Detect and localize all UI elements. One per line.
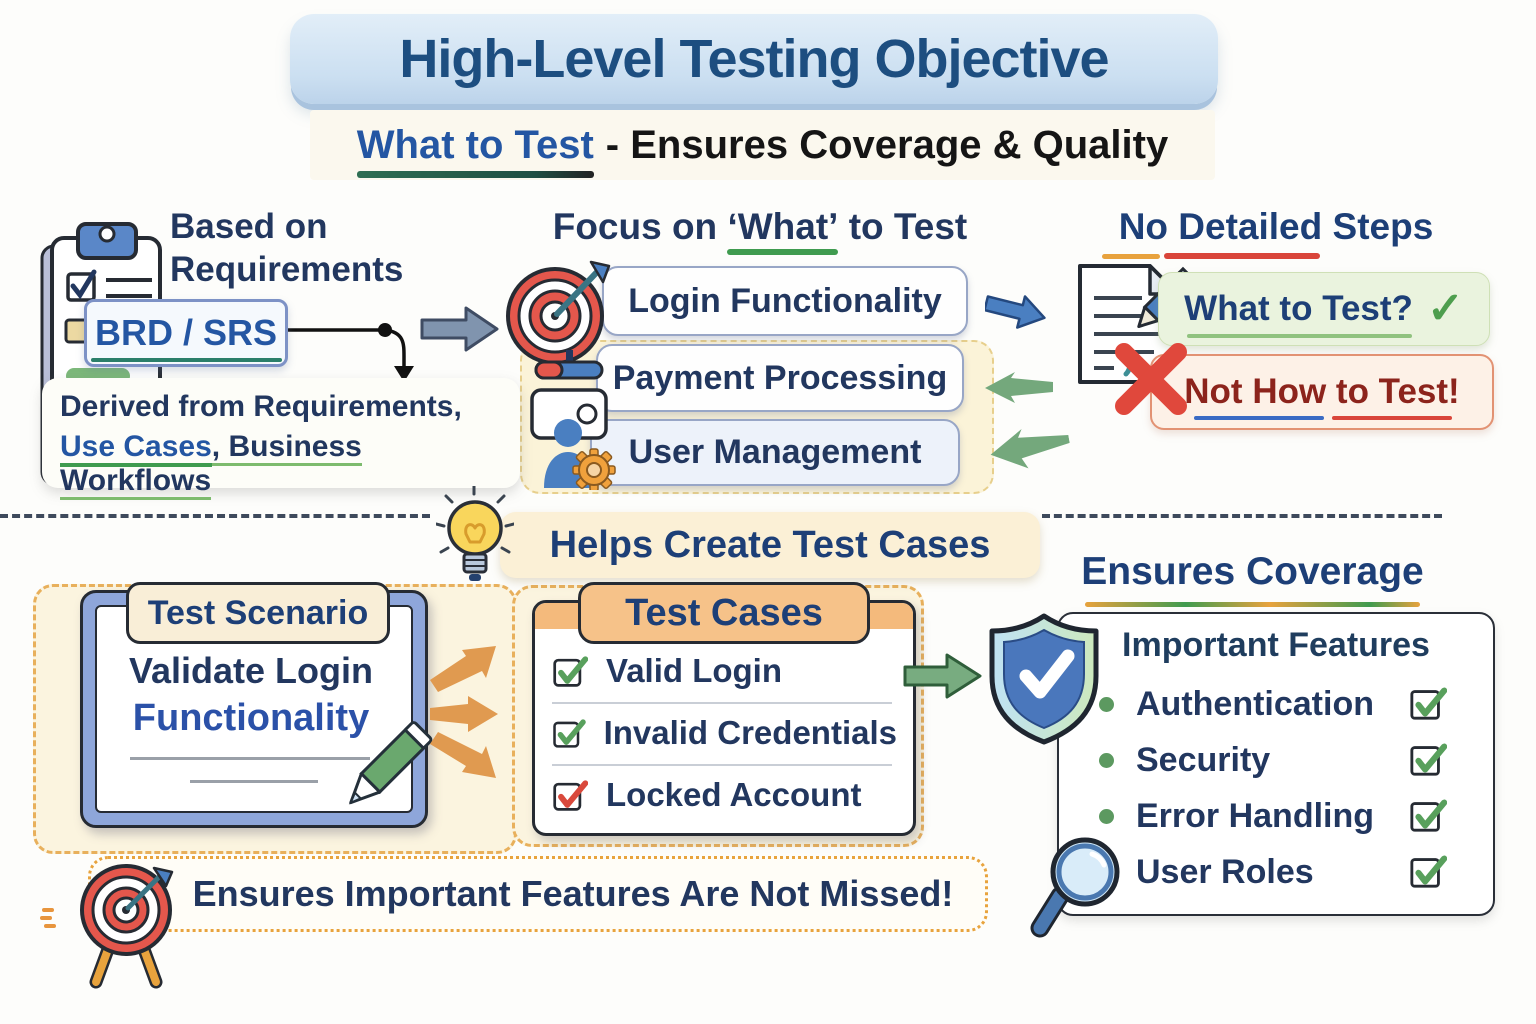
no-steps-heading: No Detailed Steps — [1118, 206, 1434, 247]
feature-label: User Roles — [1136, 852, 1314, 891]
fan-arrows-orange-icon — [430, 646, 498, 778]
test-case-row-locked-account: Locked Account — [552, 772, 897, 818]
derived-note: Derived from Requirements, Use Cases, Bu… — [42, 378, 520, 500]
checkbox-red-icon — [553, 780, 588, 811]
requirements-heading: Based on Requirements — [170, 207, 404, 289]
what-to-test-box: What to Test? ✓ — [1158, 272, 1490, 346]
brd-srs-badge: BRD / SRS — [84, 299, 288, 367]
test-case-separator — [552, 702, 892, 704]
right-arrow-icon — [420, 306, 499, 352]
scenario-line1: Validate Login — [128, 650, 374, 691]
bullet-dot — [1099, 808, 1114, 824]
feature-row-security: Security — [1099, 736, 1469, 784]
checkbox-green-icon — [553, 719, 586, 748]
scenario-rule-2 — [190, 780, 318, 783]
bullet-dot — [1099, 696, 1114, 712]
page-title: High-Level Testing Objective — [399, 29, 1109, 89]
lightbulb-icon — [436, 486, 514, 581]
subtitle-rest: - Ensures Coverage & Quality — [605, 122, 1169, 167]
checkbox-green-icon — [1410, 799, 1447, 832]
target-icon — [506, 260, 611, 365]
focus-heading-highlight: ‘What’ — [727, 206, 839, 255]
test-case-row-invalid-credentials: Invalid Credentials — [552, 710, 897, 756]
test-case-label: Locked Account — [606, 776, 862, 813]
checkbox-green-icon — [553, 656, 588, 687]
brd-srs-underline — [90, 358, 283, 362]
subtitle-highlight-text: What to Test — [356, 122, 594, 167]
business-workflows-text: , Business Workflows — [60, 430, 362, 500]
test-cases-badge-label: Test Cases — [625, 591, 823, 634]
what-to-test-label: What to Test? — [1184, 289, 1413, 328]
footer-banner: Ensures Important Features Are Not Misse… — [88, 856, 988, 932]
test-scenario-badge: Test Scenario — [126, 582, 390, 644]
payment-icon — [530, 350, 608, 440]
pencil-green-icon — [348, 721, 433, 805]
bullet-dot — [1099, 752, 1114, 768]
focus-heading-pre: Focus on — [552, 206, 728, 247]
test-scenario-badge-label: Test Scenario — [147, 593, 369, 632]
divider-right — [1042, 514, 1442, 518]
helps-create-label: Helps Create Test Cases — [549, 523, 991, 566]
test-case-separator — [552, 764, 892, 766]
checkbox-green-icon — [1410, 855, 1447, 888]
focus-item-login: Login Functionality — [602, 266, 968, 336]
connector-line — [282, 323, 414, 382]
flow-arrow-blue-icon — [985, 295, 1046, 329]
feature-row-error-handling: Error Handling — [1099, 792, 1469, 840]
no-steps-underline-red — [1164, 253, 1320, 259]
footer-label: Ensures Important Features Are Not Misse… — [192, 873, 954, 914]
title-banner: High-Level Testing Objective — [290, 14, 1218, 104]
test-case-label: Invalid Credentials — [603, 714, 897, 751]
derived-line2: Use Cases, Business Workflows — [60, 430, 502, 500]
important-features-card: Important Features Authentication Securi… — [1057, 612, 1495, 916]
test-case-label: Valid Login — [606, 652, 783, 689]
helps-create-banner: Helps Create Test Cases — [500, 512, 1040, 578]
feature-label: Authentication — [1136, 684, 1374, 723]
focus-what-text: ‘What’ — [727, 206, 839, 247]
focus-item-payment: Payment Processing — [596, 344, 964, 412]
use-cases-text: Use Cases — [60, 430, 212, 467]
target-stand-icon — [40, 864, 174, 989]
not-how-underline-blue — [1194, 416, 1324, 420]
flow-arrow-green-2-icon — [990, 428, 1070, 469]
subtitle-underline — [356, 170, 594, 178]
coverage-underline — [1085, 602, 1420, 607]
divider-left — [0, 514, 430, 518]
user-management-icon — [544, 419, 616, 490]
focus-heading-post: to Test — [838, 206, 968, 247]
what-to-test-underline — [1187, 334, 1412, 338]
brd-srs-label: BRD / SRS — [90, 312, 283, 362]
subtitle-highlight: What to Test — [356, 122, 594, 178]
scenario-rule-1 — [130, 757, 370, 760]
no-steps-underline-orange — [1102, 254, 1160, 259]
flow-arrow-green-block-icon — [903, 653, 982, 699]
not-how-to-test-label: Not How to Test! — [1184, 372, 1460, 411]
not-how-to-test-box: Not How to Test! — [1150, 354, 1494, 430]
not-how-underline-red — [1332, 416, 1452, 420]
checkbox-green-icon — [1410, 687, 1447, 720]
cross-icon — [1115, 343, 1187, 415]
derived-line1: Derived from Requirements, — [60, 390, 462, 423]
test-cases-badge: Test Cases — [578, 582, 870, 644]
brd-srs-text: BRD / SRS — [94, 312, 278, 353]
feature-label: Error Handling — [1136, 796, 1375, 835]
flow-arrow-green-1-icon — [985, 372, 1053, 403]
magnifier-icon — [1030, 837, 1120, 938]
test-case-row-valid-login: Valid Login — [552, 648, 897, 694]
feature-row-user-roles: User Roles — [1099, 848, 1469, 896]
focus-item-user: User Management — [590, 419, 960, 486]
focus-heading: Focus on ‘What’ to Test — [540, 206, 980, 255]
feature-label: Security — [1136, 740, 1271, 779]
checkbox-green-icon — [1410, 743, 1447, 776]
subtitle-bar: What to Test - Ensures Coverage & Qualit… — [310, 110, 1215, 180]
scenario-line2: Functionality — [132, 697, 370, 739]
shield-check-icon — [989, 613, 1099, 745]
coverage-heading: Ensures Coverage — [1081, 550, 1424, 593]
important-features-heading: Important Features — [1122, 626, 1430, 664]
focus-what-underline — [727, 249, 839, 255]
feature-row-authentication: Authentication — [1099, 680, 1469, 728]
check-icon: ✓ — [1426, 284, 1464, 333]
